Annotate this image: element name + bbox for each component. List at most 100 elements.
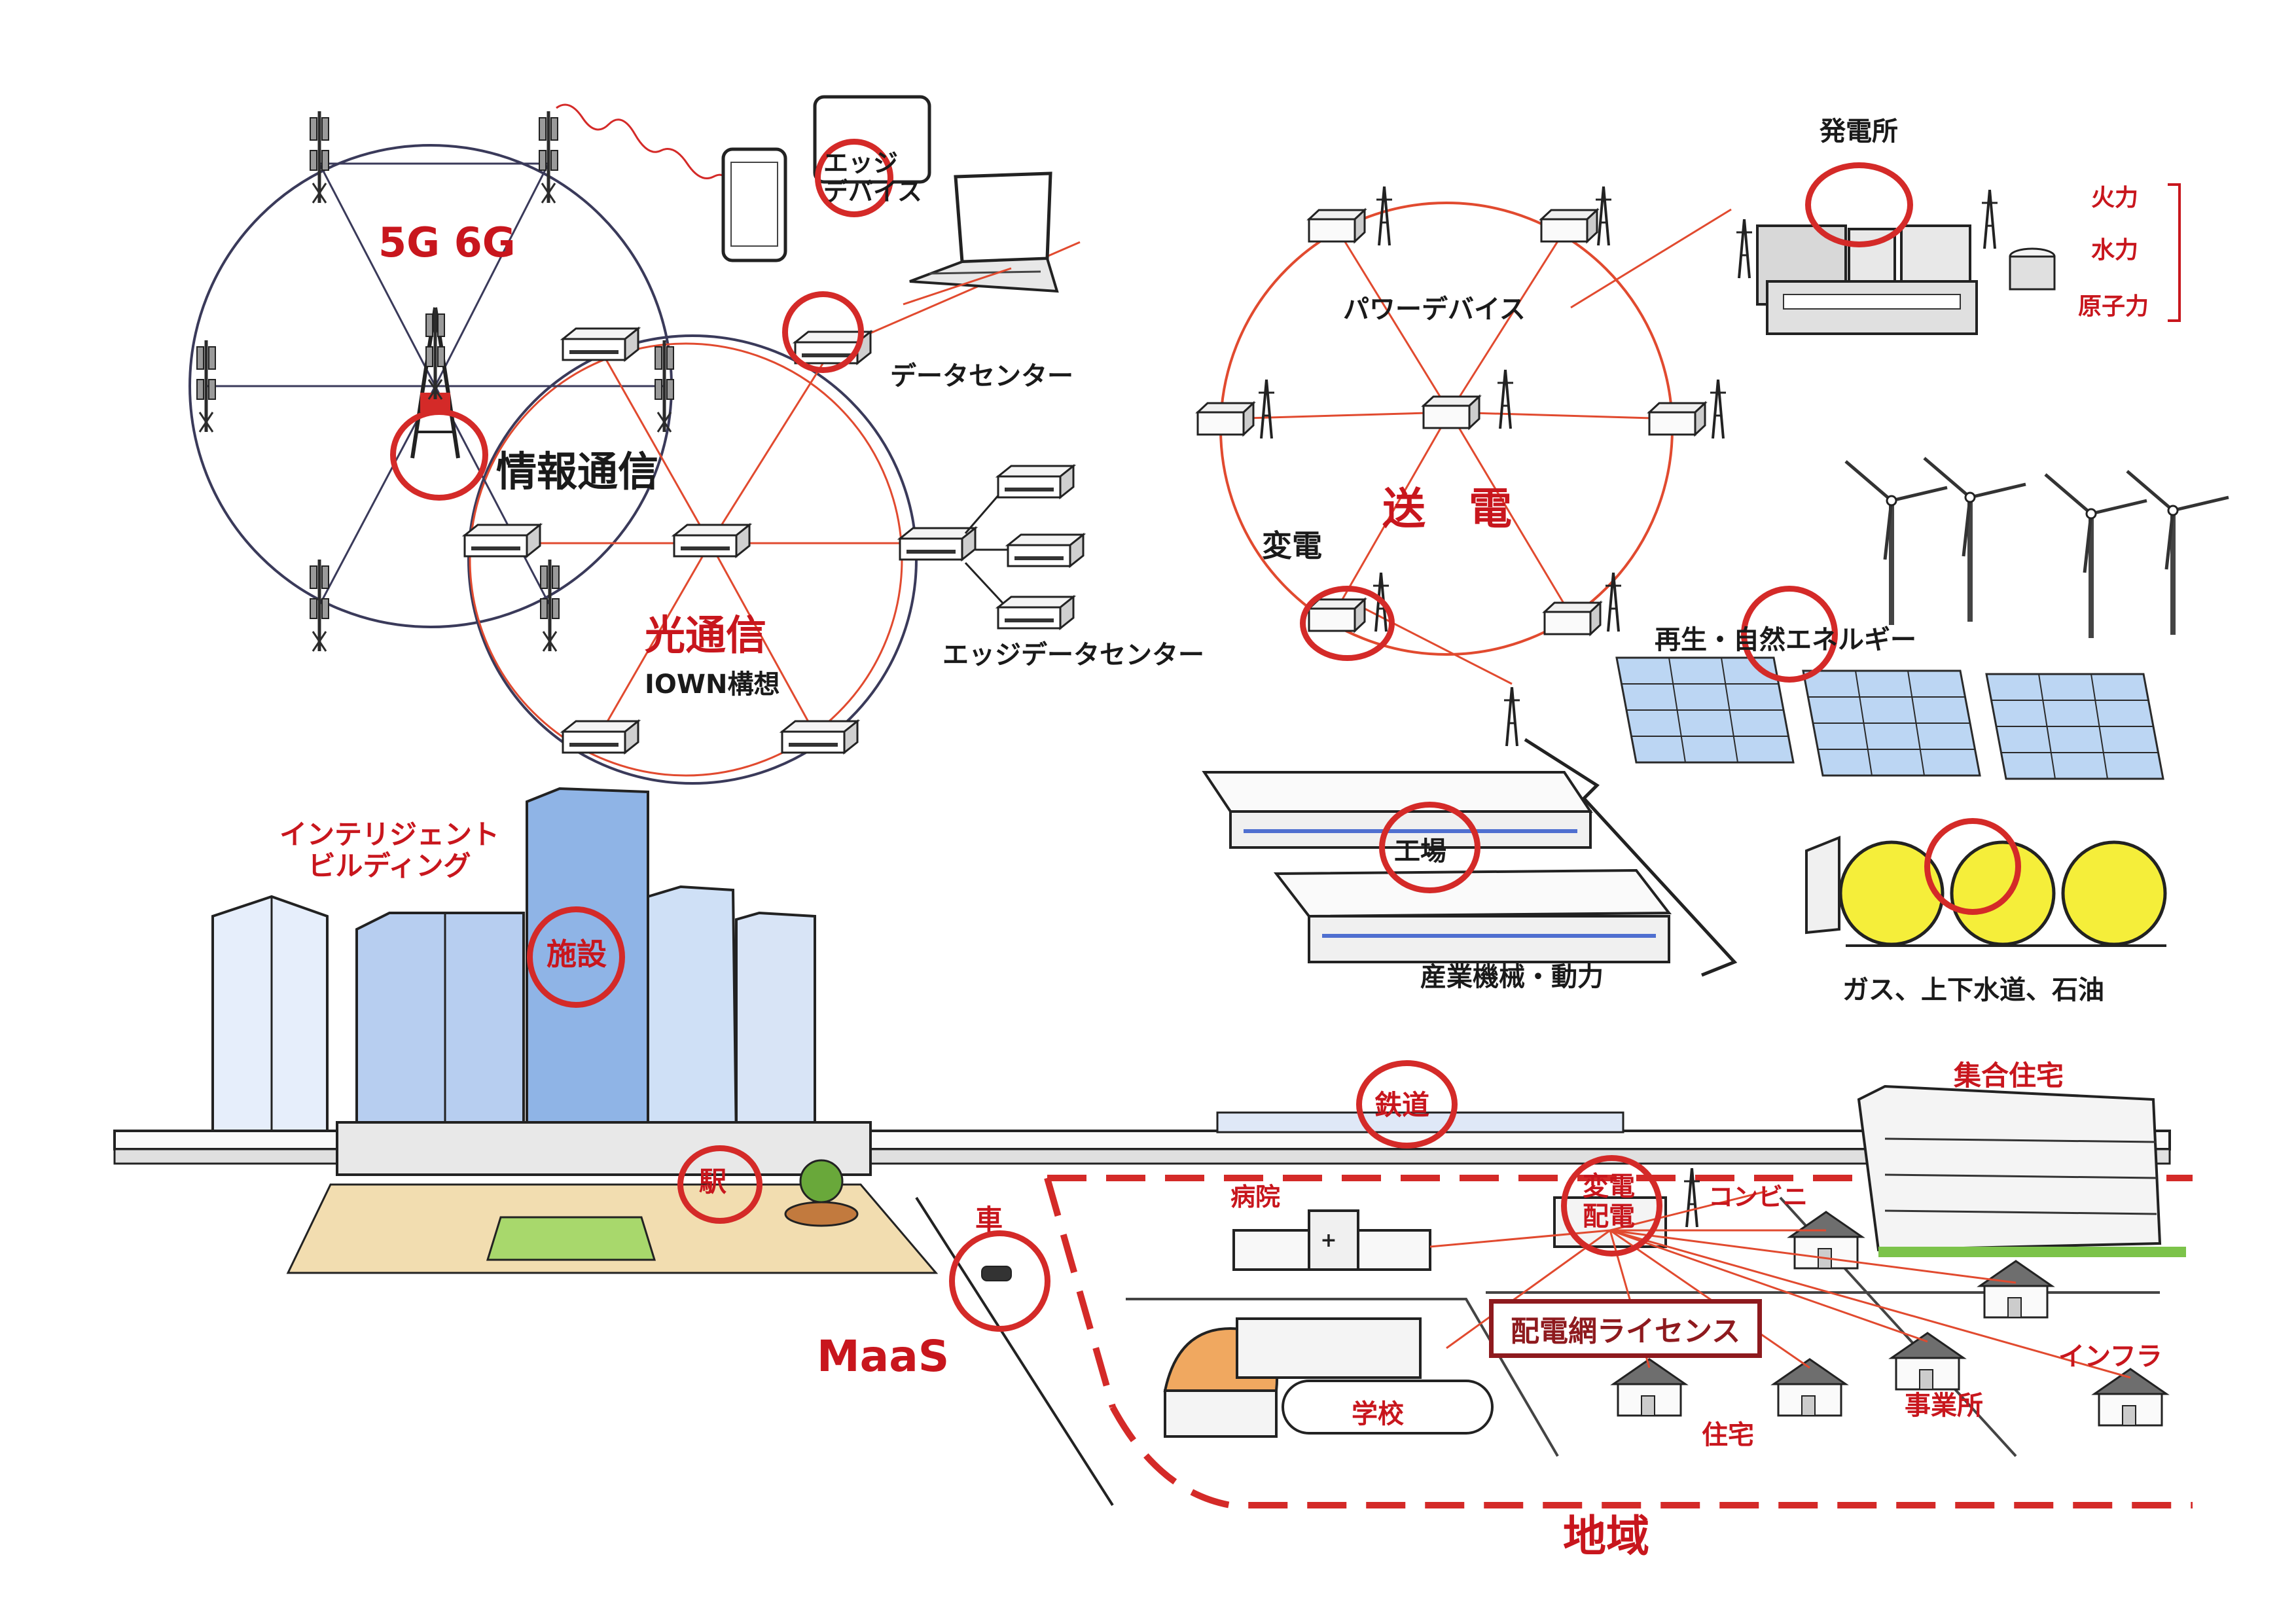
- building-icon: [735, 911, 816, 1143]
- substation-box-icon: [1648, 402, 1706, 436]
- car-label: 車: [975, 1204, 1003, 1236]
- utilities-label: ガス、上下水道、石油: [1842, 975, 2104, 1005]
- substation-highlight: [1300, 586, 1395, 661]
- power-plant-icon: [1735, 188, 2056, 335]
- wind-turbine-icon: [1846, 461, 1947, 625]
- substation-box-icon: [1540, 209, 1598, 243]
- building-icon: [211, 895, 329, 1140]
- region-label: 地域: [1563, 1511, 1649, 1561]
- cell-tower-icon: [655, 340, 673, 432]
- laptop-icon: [909, 171, 1059, 293]
- power-tower-icon: [1503, 686, 1521, 747]
- cell-tower-icon: [310, 560, 329, 651]
- optical-network-circle: [467, 334, 918, 785]
- substation-box-icon: [1308, 209, 1366, 243]
- server-icon: [465, 525, 540, 556]
- tower-highlight: [390, 409, 488, 501]
- power-tower-icon: [1257, 378, 1276, 440]
- edge-device-highlight: [815, 139, 893, 217]
- industry-label: 産業機械・動力: [1420, 962, 1604, 992]
- power-tower-icon: [1709, 378, 1727, 440]
- railway-label: 鉄道: [1374, 1089, 1430, 1121]
- facility-highlight: [527, 906, 625, 1008]
- info-communication-label: 情報通信: [496, 448, 659, 495]
- server-icon: [563, 329, 638, 360]
- factory-highlight: [1379, 802, 1480, 893]
- power-device-icon: [1422, 395, 1480, 429]
- renewable-label: 再生・自然エネルギー: [1655, 625, 1916, 655]
- wind-turbine-icon: [2045, 474, 2147, 638]
- telecom-section: [188, 95, 1083, 785]
- server-icon: [998, 597, 1073, 628]
- smartphone-icon: [721, 147, 787, 262]
- power-tower-icon: [1594, 185, 1613, 247]
- server-icon: [782, 721, 857, 753]
- power-device-label: パワーデバイス: [1343, 294, 1526, 325]
- wind-turbine-icon: [2127, 471, 2229, 635]
- plant-highlight: [1805, 162, 1913, 247]
- hospital-icon: +: [1232, 1209, 1431, 1271]
- infra-label: インフラ: [2058, 1342, 2162, 1372]
- cell-tower-icon: [310, 111, 329, 203]
- station-label: 駅: [699, 1166, 727, 1198]
- power-tower-icon: [1496, 368, 1515, 430]
- solar-panel-icon: [1802, 669, 1981, 777]
- smart-building-label: インテリジェント ビルディング: [279, 818, 500, 882]
- house-label: 住宅: [1702, 1420, 1754, 1450]
- server-icon: [900, 528, 975, 560]
- power-plant-label: 発電所: [1820, 116, 1898, 147]
- cell-tower-icon: [541, 560, 559, 651]
- iown-label: IOWN構想: [645, 669, 780, 700]
- utilities-highlight: [1924, 818, 2021, 915]
- facility-label: 施設: [547, 936, 607, 972]
- server-icon: [563, 721, 638, 753]
- distribution-highlight: [1561, 1155, 1662, 1257]
- railway-highlight: [1356, 1060, 1458, 1149]
- grass-patch: [486, 1216, 656, 1261]
- solar-farm: [1615, 656, 2164, 780]
- hospital-label: 病院: [1230, 1183, 1281, 1211]
- license-badge: 配電網ライセンス: [1489, 1299, 1763, 1358]
- office-label: 事業所: [1905, 1391, 1983, 1421]
- edge-device-label: エッジ デバイス: [823, 149, 922, 206]
- datacenter-label: データセンター: [890, 361, 1073, 391]
- server-icon: [998, 466, 1073, 497]
- school-icon: [1163, 1317, 1494, 1438]
- substation-box-icon: [1543, 601, 1602, 635]
- car-highlight: [949, 1230, 1050, 1332]
- wireless-signal: [556, 103, 728, 187]
- power-tower-icon: [1604, 571, 1623, 633]
- nuclear-label: 原子力: [2078, 293, 2149, 320]
- building-icon: [355, 912, 525, 1140]
- thermal-label: 火力: [2091, 185, 2139, 211]
- edge-datacenter-label: エッジデータセンター: [942, 640, 1204, 670]
- power-tower-icon: [1375, 185, 1393, 247]
- tree-icon: [784, 1159, 859, 1227]
- substation-label: 変電: [1262, 528, 1322, 563]
- optical-communication-label: 光通信: [645, 611, 767, 659]
- convenience-label: コンビニ: [1708, 1183, 1808, 1211]
- server-icon: [1008, 535, 1083, 566]
- factory-label: 工場: [1394, 836, 1446, 866]
- wind-turbine-icon: [1924, 458, 2026, 622]
- city-section: +: [113, 787, 2193, 1508]
- apartment-label: 集合住宅: [1954, 1060, 2064, 1092]
- server-icon: [674, 525, 749, 556]
- railway: [113, 1111, 2171, 1176]
- substation-box-icon: [1196, 402, 1255, 436]
- apartment-icon: [1857, 1084, 2186, 1257]
- transmission-label: 送 電: [1382, 484, 1512, 534]
- mobile-label: 5G 6G: [378, 219, 516, 266]
- solar-panel-icon: [1985, 673, 2164, 780]
- optical-links: [501, 241, 1081, 740]
- station-highlight: [677, 1145, 762, 1224]
- maas-label: MaaS: [817, 1331, 950, 1382]
- building-icon: [647, 885, 738, 1143]
- hydro-label: 水力: [2091, 237, 2139, 264]
- datacenter-highlight: [782, 291, 864, 373]
- distribution-label: 変電 配電: [1583, 1171, 1635, 1232]
- school-label: 学校: [1352, 1399, 1404, 1429]
- cell-tower-icon: [197, 340, 215, 432]
- renewable-highlight: [1741, 586, 1838, 683]
